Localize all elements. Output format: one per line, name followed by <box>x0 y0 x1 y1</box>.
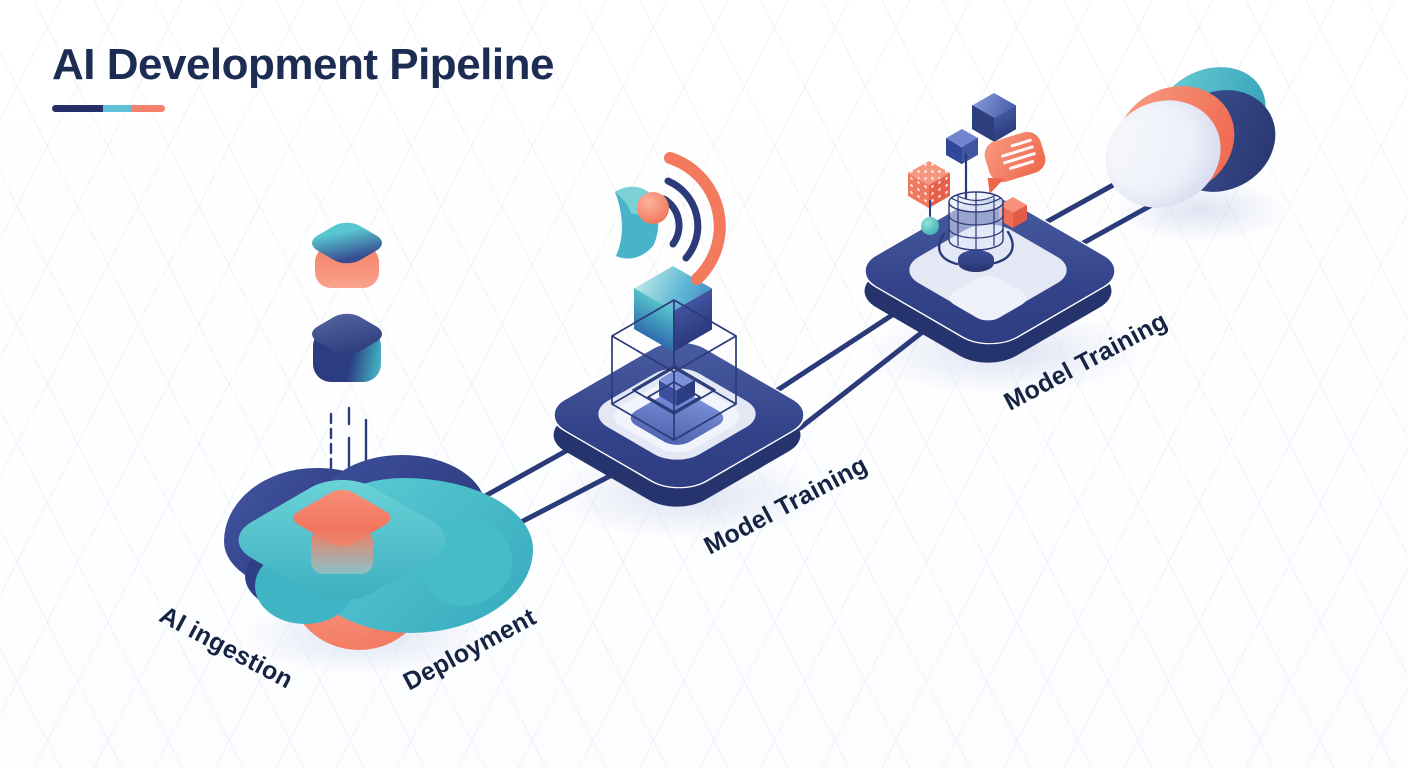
accent-navy-segment <box>52 104 103 112</box>
header: AI Development Pipeline <box>52 40 554 112</box>
accent-teal-segment <box>102 104 132 112</box>
page-title: AI Development Pipeline <box>52 40 554 89</box>
accent-coral-segment <box>131 104 165 112</box>
signal-sphere-icon <box>637 192 669 224</box>
sphere-icon <box>921 217 939 235</box>
title-accent-bar <box>52 104 165 112</box>
pedestal-cylinder <box>958 250 994 272</box>
coral-cube-reflection <box>311 530 373 574</box>
